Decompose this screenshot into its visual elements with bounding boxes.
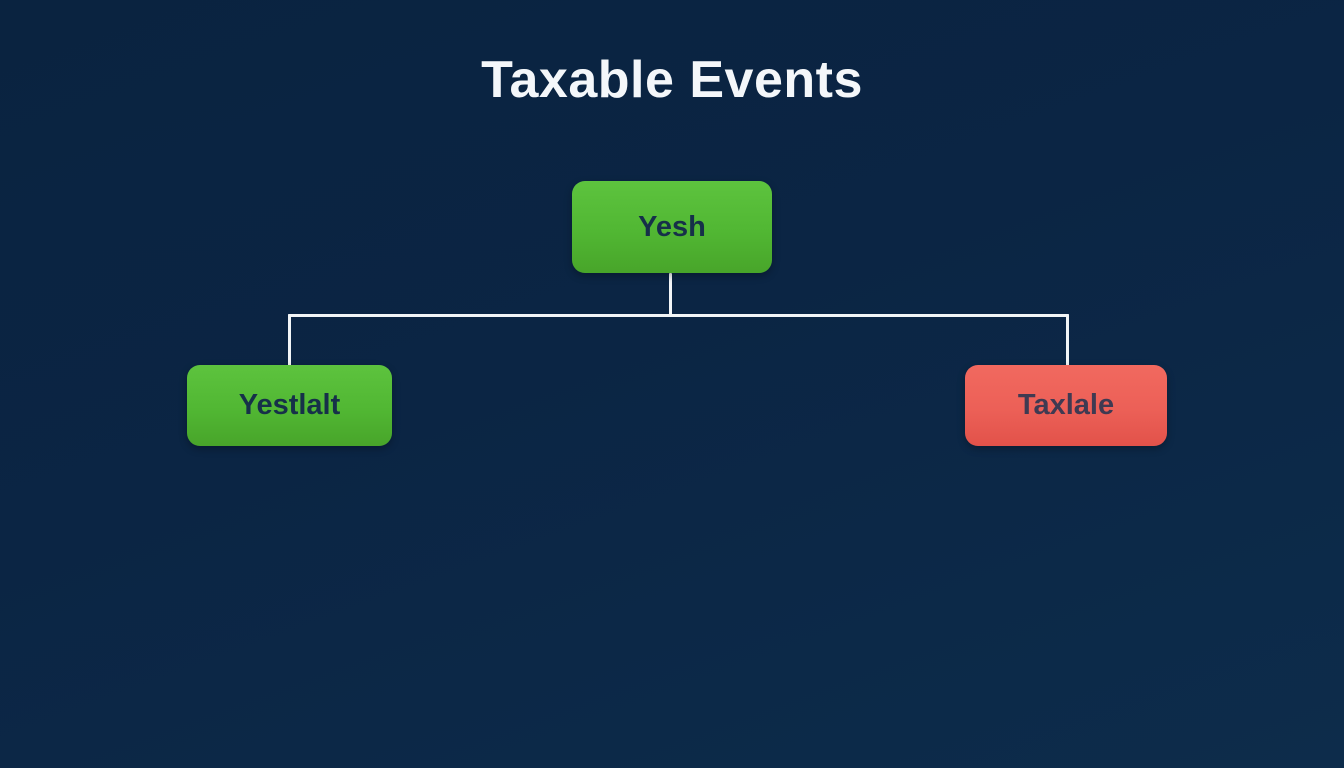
tree-node-left-child: Yestlalt (187, 365, 392, 446)
connector-root-vertical (669, 273, 672, 316)
tree-node-root-label: Yesh (638, 210, 706, 243)
tree-node-root: Yesh (572, 181, 772, 273)
connector-left-vertical (288, 314, 291, 367)
tree-node-right-label: Taxlale (1017, 389, 1115, 421)
tree-node-left-label: Yestlalt (238, 389, 341, 421)
diagram-title: Taxable Events (481, 51, 863, 109)
connector-horizontal (288, 314, 1069, 317)
tree-node-right-child: Taxlale (965, 365, 1167, 446)
connector-right-vertical (1066, 314, 1069, 367)
